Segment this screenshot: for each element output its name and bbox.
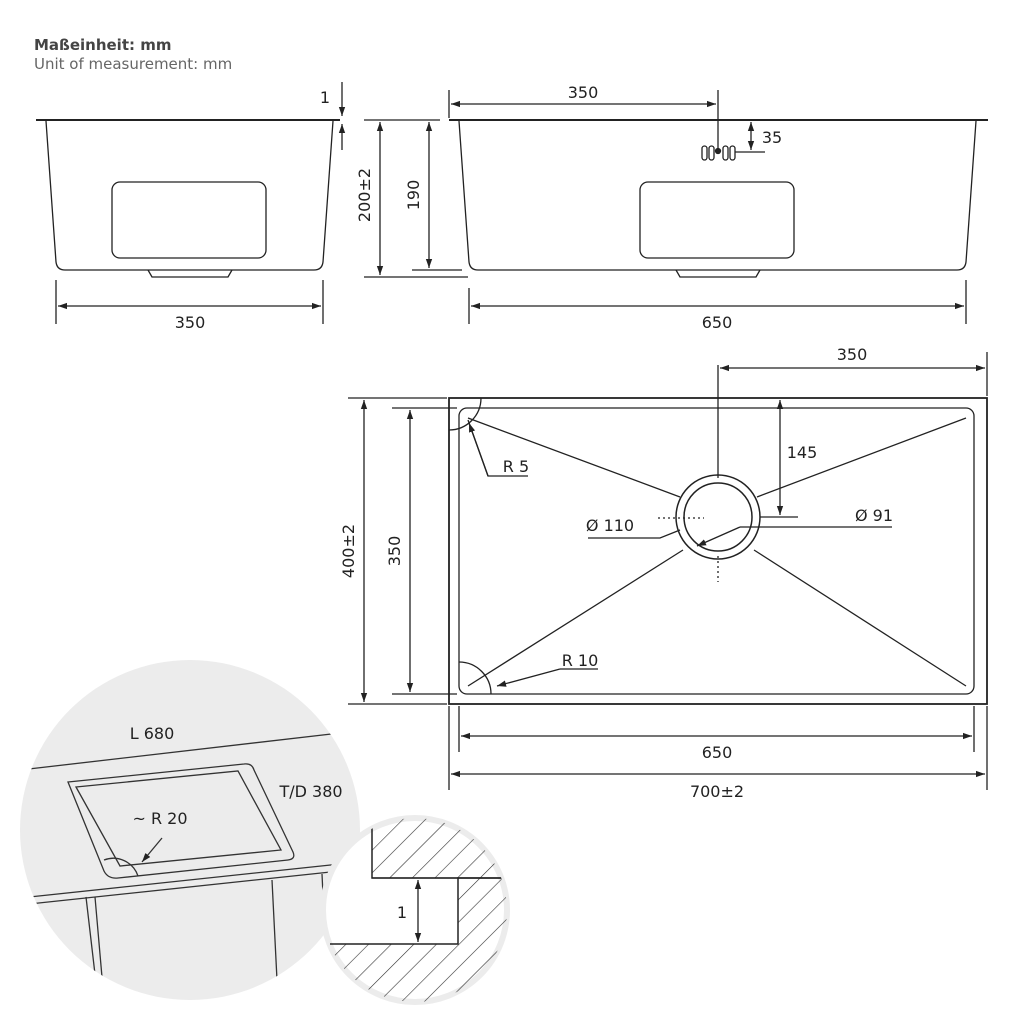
front-overflow-height-dim: 35 (762, 128, 782, 147)
units-legend: Maßeinheit: mm Unit of measurement: mm (34, 36, 232, 74)
front-view (448, 90, 988, 324)
detail-cutout-depth: T/D 380 (278, 782, 342, 801)
side-height-total-dim: 200±2 (355, 168, 374, 222)
front-width-dim: 650 (702, 313, 733, 332)
top-inner-bowl (458, 407, 975, 695)
front-overflow-offset-dim: 350 (568, 83, 599, 102)
top-inner-depth-dim: 350 (385, 536, 404, 567)
top-view (348, 352, 988, 790)
side-window (111, 181, 267, 259)
top-drain-offset-dim: 350 (837, 345, 868, 364)
top-radius-r10: R 10 (562, 651, 599, 670)
units-label-en: Unit of measurement: mm (34, 55, 233, 73)
side-view (36, 82, 468, 324)
drain-inner (683, 482, 753, 552)
top-drain-outer-diameter: Ø 110 (586, 516, 634, 535)
top-outer-width-dim: 700±2 (690, 782, 744, 801)
top-radius-r5: R 5 (503, 457, 529, 476)
detail-cutout (20, 660, 360, 1000)
detail-section-rim-dim: 1 (397, 903, 407, 922)
side-rim-dim: 1 (320, 88, 330, 107)
top-outer-depth-dim: 400±2 (339, 524, 358, 578)
side-drain-stub (147, 269, 233, 278)
detail-cutout-radius: ~ R 20 (132, 809, 187, 828)
top-inner-width-dim: 650 (702, 743, 733, 762)
side-width-dim: 350 (175, 313, 206, 332)
top-drain-from-top-dim: 145 (787, 443, 818, 462)
front-drain-stub (675, 269, 761, 278)
drain-outer (675, 474, 761, 560)
front-bowl-outline (458, 120, 977, 271)
side-inner-height-dim: 190 (404, 180, 423, 211)
detail-cutout-length: L 680 (130, 724, 175, 743)
top-drain-inner-diameter: Ø 91 (855, 506, 893, 525)
front-window (639, 181, 795, 259)
units-label-de: Maßeinheit: mm (34, 36, 172, 54)
overflow-icon (701, 145, 736, 161)
side-bowl-outline (45, 120, 334, 271)
